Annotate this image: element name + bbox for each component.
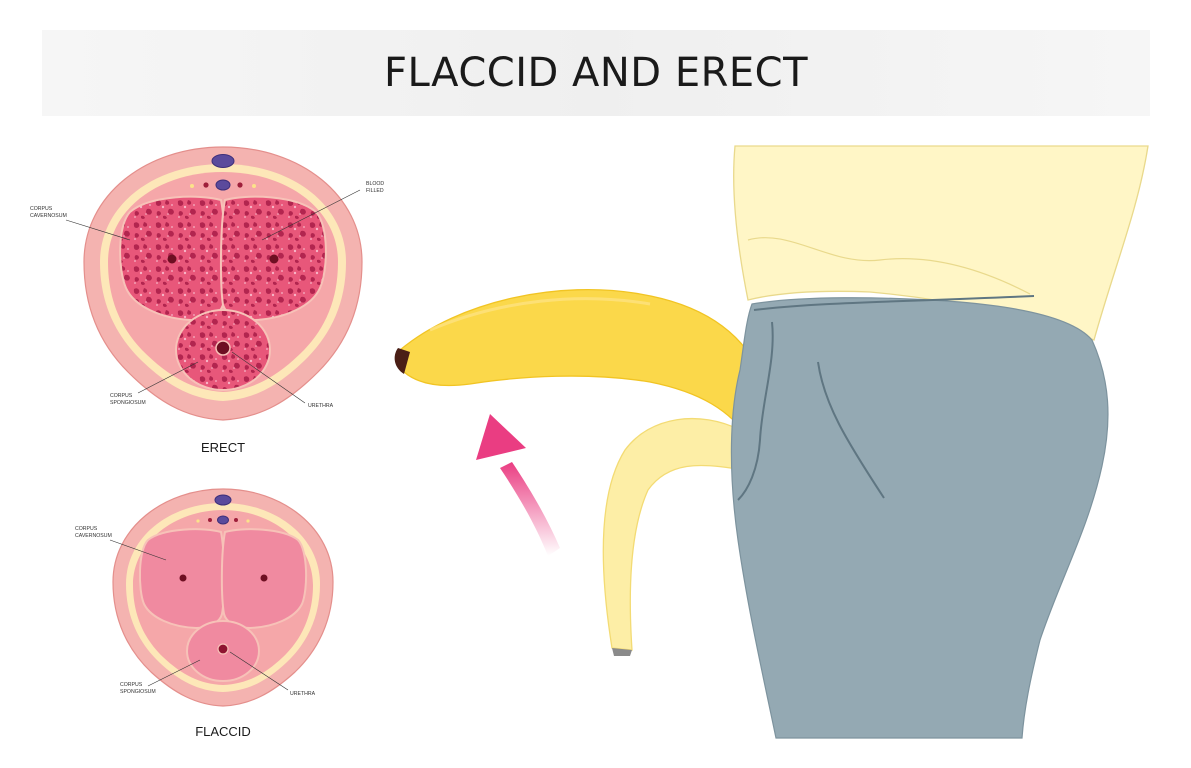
erect-dorsal-vein: [211, 154, 235, 168]
erect-artery-right: [237, 182, 243, 188]
flaccid-urethra: [217, 643, 229, 655]
flaccid-nerve-right: [246, 519, 250, 523]
flaccid-leader-cavernosum: [109, 539, 167, 561]
flaccid-label-urethra: URETHRA: [290, 691, 316, 697]
erect-leader-blood-filled: [261, 189, 361, 241]
erect-central-artery-left: [167, 254, 177, 264]
jeans-pocket-line: [817, 361, 885, 499]
flaccid-leader-urethra: [229, 651, 289, 691]
banana-flaccid-body: [602, 418, 743, 651]
flaccid-leader-spongiosum: [147, 659, 201, 687]
erect-label-spongiosum-2: SPONGIOSUM: [110, 400, 146, 406]
banana-erect-tip: [394, 348, 410, 374]
erect-leader-cavernosum: [65, 219, 131, 241]
flaccid-central-artery-left: [179, 574, 187, 582]
flaccid-nerve-left: [196, 519, 200, 523]
flaccid-label-cavernosum-1: CORPUS: [75, 526, 98, 532]
flaccid-artery-left: [208, 518, 212, 522]
erect-artery-left: [203, 182, 209, 188]
erect-central-artery-right: [269, 254, 279, 264]
erect-label-urethra: URETHRA: [308, 403, 334, 409]
jeans-waistband-line: [753, 295, 1035, 311]
erect-deep-vein: [215, 179, 231, 191]
erect-cross-section: CORPUS CAVERNOSUM BLOOD FILLED CORPUS SP…: [30, 146, 384, 455]
erect-label-cavernosum-2: CAVERNOSUM: [30, 213, 67, 219]
arrow-shaft: [500, 462, 560, 556]
flaccid-caption: FLACCID: [195, 724, 251, 739]
upward-arrow: [476, 414, 560, 556]
title-banner: FLACCID AND ERECT: [42, 30, 1150, 116]
erect-label-blood-filled-2: FILLED: [366, 188, 384, 194]
flaccid-deep-vein: [217, 515, 229, 525]
flaccid-label-cavernosum-2: CAVERNOSUM: [75, 533, 112, 539]
erect-leader-urethra: [231, 351, 306, 404]
erect-nerve-left: [190, 184, 194, 188]
erect-label-blood-filled-1: BLOOD: [366, 181, 384, 187]
flaccid-label-spongiosum-1: CORPUS: [120, 682, 143, 688]
flaccid-artery-right: [234, 518, 238, 522]
shirt: [733, 145, 1149, 341]
page-title: FLACCID AND ERECT: [383, 50, 809, 96]
flaccid-central-artery-right: [260, 574, 268, 582]
banana-flaccid: [602, 418, 743, 656]
erect-urethra: [215, 340, 231, 356]
erect-label-spongiosum-1: CORPUS: [110, 393, 133, 399]
banana-erect-highlight: [429, 297, 651, 332]
erect-label-cavernosum-1: CORPUS: [30, 206, 53, 212]
shirt-fold: [747, 237, 1031, 295]
erect-caption: ERECT: [201, 440, 245, 455]
erect-nerve-right: [252, 184, 256, 188]
erect-leader-spongiosum: [137, 361, 199, 394]
jeans-fly-line: [737, 321, 774, 501]
banana-flaccid-tip: [612, 648, 632, 656]
arrow-head: [476, 414, 526, 460]
jeans: [730, 297, 1109, 739]
flaccid-dorsal-vein: [214, 494, 232, 506]
flaccid-cross-section: CORPUS CAVERNOSUM CORPUS SPONGIOSUM URET…: [75, 488, 334, 739]
flaccid-label-spongiosum-2: SPONGIOSUM: [120, 689, 156, 695]
